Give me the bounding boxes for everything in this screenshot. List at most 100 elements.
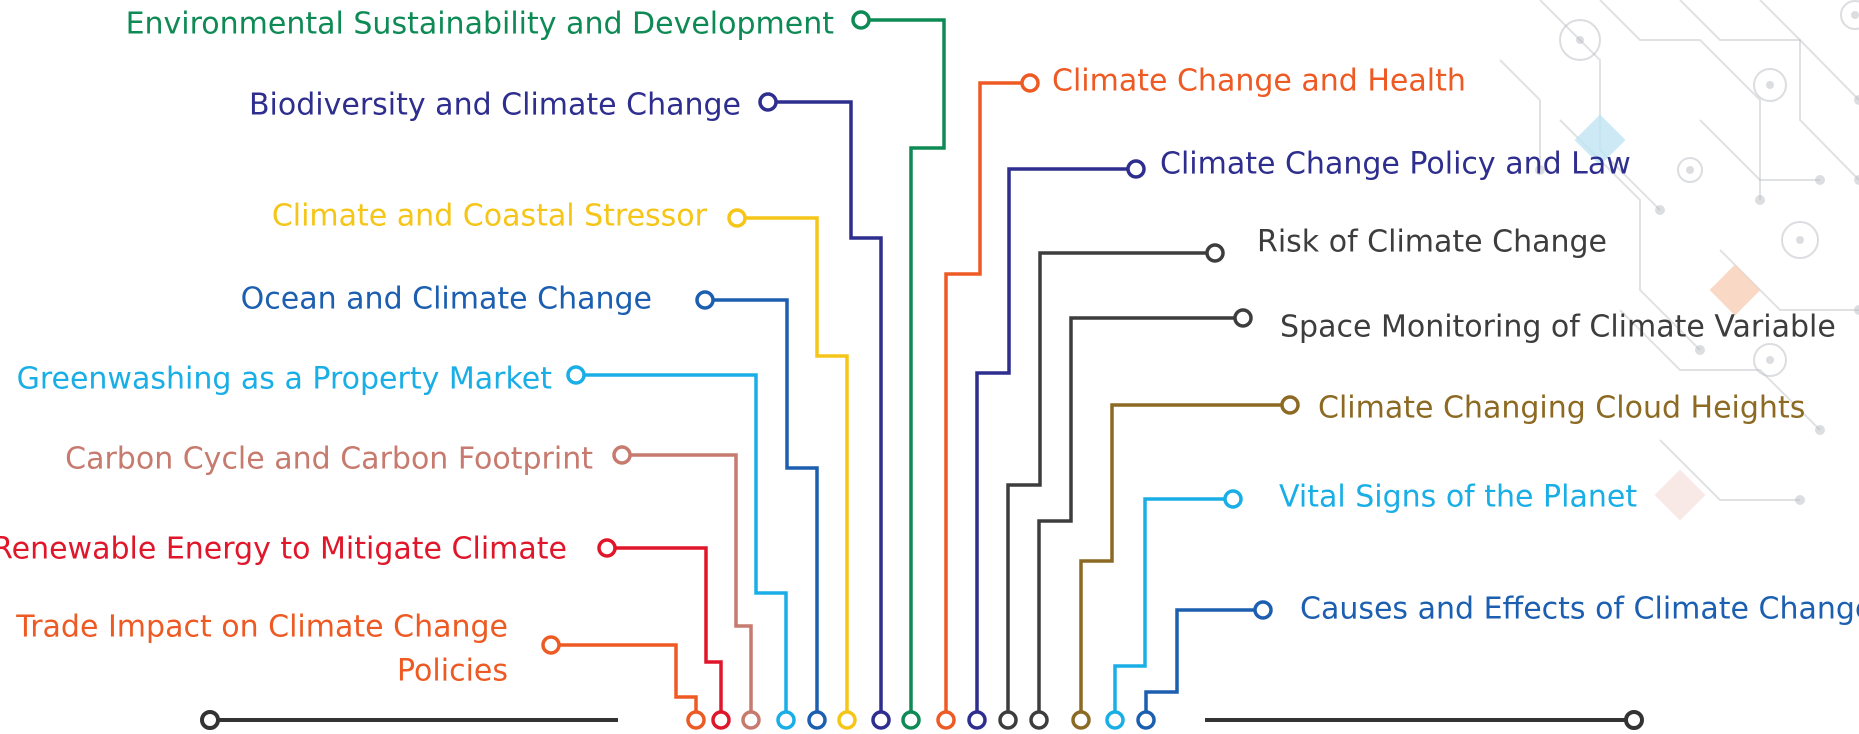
end-node-cloud [1280,395,1300,415]
topic-label-space: Space Monitoring of Climate Variable [1280,310,1836,345]
bottom-node-risk [998,710,1018,730]
circuit-ring-dot [1576,36,1584,44]
circuit-ring-dot [1766,356,1774,364]
bottom-node-policy [967,710,987,730]
circuit-ring [1840,0,1859,30]
topic-label-carbon: Carbon Cycle and Carbon Footprint [65,442,593,477]
connector-ocean [705,298,819,711]
decor-diamond [1574,114,1626,166]
circuit-ring [1753,343,1787,377]
end-node-policy [1126,159,1146,179]
topic-label-greenwashing: Greenwashing as a Property Market [17,362,553,397]
connector-policy [975,167,1136,711]
bottom-node-causes [1136,710,1156,730]
circuit-ring [1781,221,1819,259]
topic-label-sustainability: Environmental Sustainability and Develop… [126,7,835,42]
circuit-trace [1539,0,1661,211]
connector-sustainability [861,18,946,711]
end-node-sustainability [851,10,871,30]
connector-risk [1006,251,1215,711]
connector-coastal [737,216,849,711]
circuit-ring [1559,19,1601,61]
circuit-ring [1677,157,1703,183]
end-node-vital [1223,489,1243,509]
bottom-node-renewable [711,710,731,730]
circuit-ring-dot [1851,11,1859,19]
circuit-ring-dot [1766,81,1774,89]
connector-carbon [622,453,753,711]
circuit-ring [1753,68,1787,102]
circuit-dot [1655,205,1665,215]
connector-cloud [1079,403,1290,711]
end-node-greenwashing [566,365,586,385]
circuit-ring-dot [1796,236,1804,244]
topic-label-risk: Risk of Climate Change [1257,225,1607,260]
circuit-trace [1599,0,1761,200]
connector-greenwashing [576,373,788,711]
bottom-node-ocean [807,710,827,730]
connector-lines [200,10,1644,730]
circuit-trace [1619,309,1821,431]
bottom-node-space [1029,710,1049,730]
circuit-trace [1759,0,1859,181]
end-node-health [1020,73,1040,93]
end-node-carbon [612,445,632,465]
end-node-ocean [695,290,715,310]
decor-diamond [1709,264,1761,316]
bottom-node-greenwashing [776,710,796,730]
end-node-renewable [597,538,617,558]
bottom-node-cloud [1071,710,1091,730]
circuit-dot [1854,95,1859,105]
connector-biodiversity [768,100,883,711]
topic-label-causes: Causes and Effects of Climate Change [1300,592,1859,627]
topic-label-cloud: Climate Changing Cloud Heights [1318,391,1805,426]
topic-label-coastal: Climate and Coastal Stressor [272,199,708,234]
circuit-dot [1854,175,1859,185]
baseline-left-node [200,710,220,730]
end-node-coastal [727,208,747,228]
end-node-trade [541,635,561,655]
topic-label-policy: Climate Change Policy and Law [1160,147,1631,182]
topic-label-biodiversity: Biodiversity and Climate Change [249,88,741,123]
end-node-risk [1205,243,1225,263]
circuit-trace [1679,0,1859,101]
circuit-dot [1854,305,1859,315]
bottom-node-health [936,710,956,730]
bottom-node-coastal [837,710,857,730]
connector-trade [551,643,698,711]
connector-renewable [607,546,723,711]
topic-label-health: Climate Change and Health [1052,64,1466,99]
bottom-node-trade [686,710,706,730]
topic-label-trade: Trade Impact on Climate Change [15,610,508,645]
end-node-biodiversity [758,92,778,112]
circuit-trace [1659,439,1800,501]
connector-vital [1113,497,1233,711]
circuit-trace [1699,119,1820,181]
end-node-space [1233,308,1253,328]
circuit-ring-dot [1686,166,1694,174]
connector-health [944,81,1030,711]
bottom-node-carbon [741,710,761,730]
circuit-dot [1755,195,1765,205]
baseline-right-node [1624,710,1644,730]
end-node-causes [1253,600,1273,620]
circuit-dot [1815,175,1825,185]
circuit-dot [1535,165,1545,175]
bottom-node-vital [1105,710,1125,730]
circuit-background-decoration [1499,0,1859,521]
topic-label-renewable: Renewable Energy to Mitigate Climate [0,532,567,567]
bottom-node-sustainability [901,710,921,730]
bottom-node-biodiversity [871,710,891,730]
connector-causes [1144,608,1263,711]
topic-label-ocean: Ocean and Climate Change [241,282,652,317]
circuit-dot [1695,345,1705,355]
circuit-dot [1795,495,1805,505]
circuit-trace [1499,59,1541,170]
decor-diamond [1654,469,1706,521]
topic-label-trade: Policies [397,654,508,689]
circuit-dot [1815,425,1825,435]
topic-label-vital: Vital Signs of the Planet [1279,480,1637,515]
